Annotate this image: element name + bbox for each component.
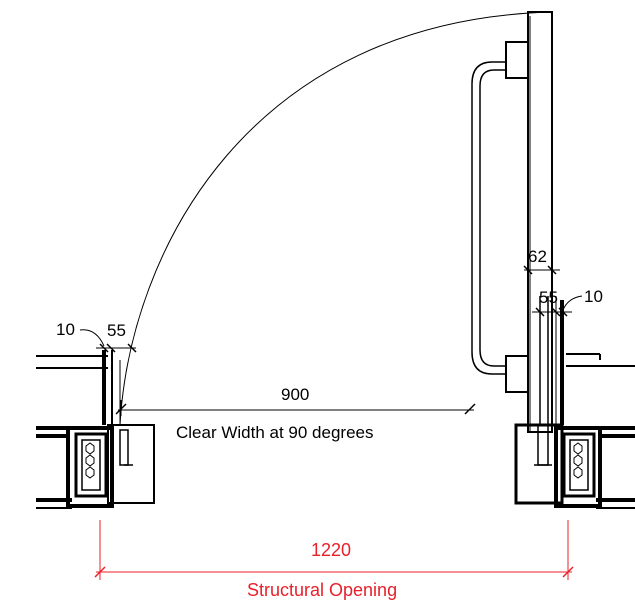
- structural-opening-value: 1220: [311, 540, 351, 560]
- dimension-clear-width: [115, 400, 476, 416]
- right-jamb-label: 55: [539, 288, 558, 307]
- dimension-structural-opening: [94, 520, 574, 580]
- clear-width-value: 900: [281, 385, 309, 404]
- right-gap-label: 10: [584, 287, 603, 306]
- left-gap-label: 10: [56, 320, 75, 339]
- handle-projection-label: 62: [528, 247, 547, 266]
- left-frame-section: [66, 424, 155, 508]
- structural-opening-caption: Structural Opening: [247, 580, 397, 600]
- door-leaf-and-swing: [111, 11, 553, 426]
- dimension-handle-projection: [523, 248, 560, 278]
- right-frame-section: [514, 296, 602, 508]
- clear-width-caption: Clear Width at 90 degrees: [176, 423, 374, 442]
- right-door-leaf: [471, 11, 553, 433]
- dimension-left-gap-jamb: [79, 329, 137, 353]
- left-jamb-label: 55: [107, 321, 126, 340]
- dimension-right-gap-jamb: [532, 295, 583, 317]
